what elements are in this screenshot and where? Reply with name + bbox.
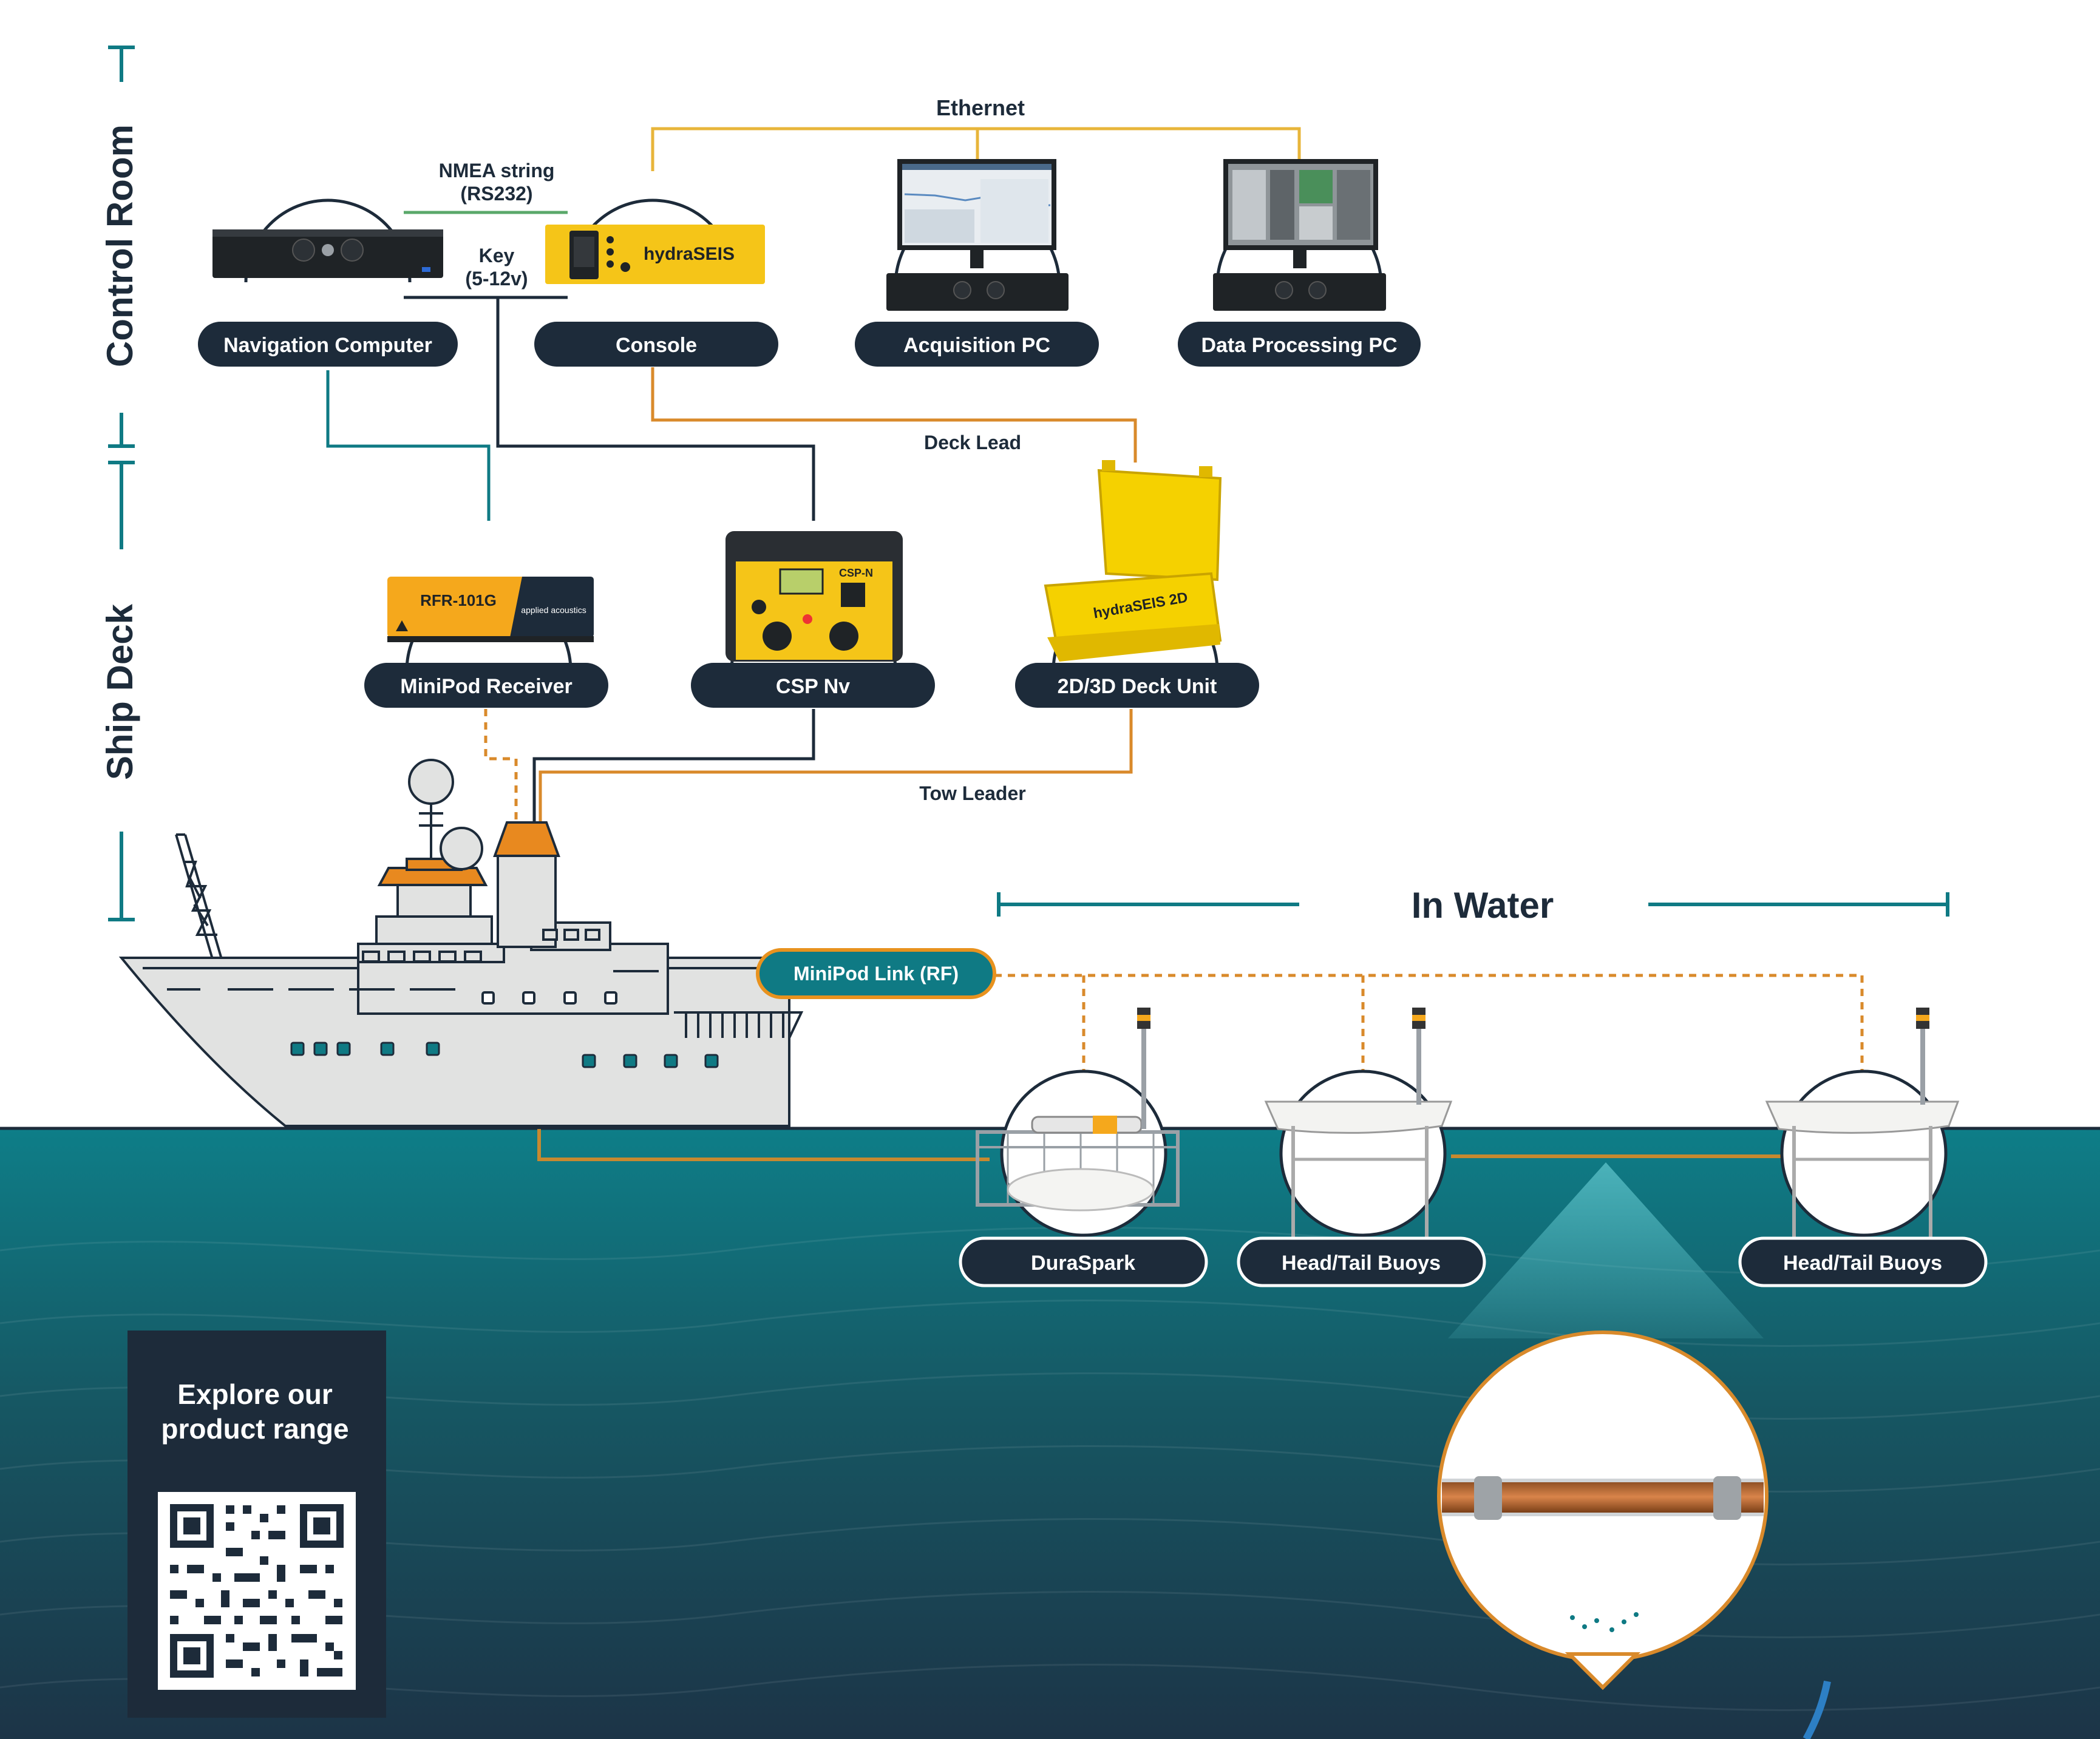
deck-lead-line [651, 367, 1137, 463]
ship-illustration [118, 759, 804, 1127]
duraspark-pill: DuraSpark [959, 1236, 1208, 1287]
section-label-control-room: Control Room [100, 124, 140, 367]
deck-lead-label: Deck Lead [924, 432, 1021, 453]
navigation-computer-label: Navigation Computer [223, 334, 432, 357]
key-label-line1: Key [479, 245, 515, 266]
promo-line1: Explore our [177, 1378, 333, 1410]
minipod-receiver-label: MiniPod Receiver [400, 675, 572, 698]
tow-leader-line [539, 709, 1133, 829]
navigation-computer-pill: Navigation Computer [198, 322, 458, 367]
acquisition-pc-device [886, 159, 1069, 311]
head-tail-buoy-device-2 [1765, 1008, 1960, 1238]
tow-cable [537, 1129, 1785, 1161]
head-tail-buoys-pill-2: Head/Tail Buoys [1738, 1236, 1988, 1287]
fan-icon [292, 239, 315, 262]
ship-mast [175, 833, 223, 960]
nmea-label-line1: NMEA string [439, 160, 555, 181]
deck-unit-label: 2D/3D Deck Unit [1058, 675, 1217, 698]
csp-nv-device: CSP-N [725, 531, 903, 671]
navigation-computer-device [212, 198, 443, 283]
seabed-streak [1803, 1680, 1831, 1739]
key-label-line2: (5-12v) [465, 268, 528, 290]
data-processing-pc-pill: Data Processing PC [1178, 322, 1421, 367]
head-tail-buoys-label-1: Head/Tail Buoys [1282, 1252, 1441, 1275]
data-processing-pc-label: Data Processing PC [1201, 334, 1397, 357]
receiver-model: RFR-101G [420, 591, 497, 609]
csp-nv-label: CSP Nv [776, 675, 850, 698]
section-label-ship-deck: Ship Deck [100, 603, 140, 780]
in-water-bracket [997, 892, 1949, 917]
receiver-brand: applied acoustics [521, 605, 586, 615]
section-ruler [108, 46, 135, 921]
head-tail-buoys-pill-1: Head/Tail Buoys [1237, 1236, 1486, 1287]
csp-to-ship-line [532, 709, 815, 829]
data-processing-pc-device [1213, 159, 1386, 311]
console-device: hydraSEIS [545, 198, 765, 284]
tow-leader-label: Tow Leader [919, 782, 1025, 804]
fan-icon [341, 239, 364, 262]
ethernet-label: Ethernet [936, 95, 1025, 120]
in-water-label: In Water [1412, 885, 1554, 926]
head-tail-buoys-label-2: Head/Tail Buoys [1783, 1252, 1942, 1275]
minipod-link-pill: MiniPod Link (RF) [756, 948, 996, 999]
minipod-receiver-device: RFR-101G applied acoustics [387, 577, 594, 671]
acquisition-pc-pill: Acquisition PC [855, 322, 1099, 367]
hydrophone-zoom [1437, 1331, 1769, 1690]
ethernet-line [651, 127, 1301, 171]
key-line [404, 296, 815, 521]
minipod-link-label: MiniPod Link (RF) [793, 963, 959, 985]
nav-to-receiver-line [326, 370, 491, 521]
csp-nv-pill: CSP Nv [691, 663, 935, 708]
nmea-label-line2: (RS232) [460, 183, 532, 205]
console-brand: hydraSEIS [644, 244, 735, 264]
promo-card[interactable]: Explore our product range [127, 1331, 386, 1718]
console-pill: Console [534, 322, 778, 367]
deck-unit-device: hydraSEIS 2D [1044, 460, 1222, 671]
csp-model: CSP-N [839, 567, 873, 579]
duraspark-label: DuraSpark [1031, 1252, 1135, 1275]
acquisition-pc-label: Acquisition PC [903, 334, 1050, 357]
minipod-receiver-pill: MiniPod Receiver [364, 663, 608, 708]
head-tail-buoy-device-1 [1264, 1008, 1453, 1238]
receiver-to-ship-dashed [484, 709, 518, 829]
magnifier-beam [1448, 1162, 1764, 1338]
qr-code-icon[interactable] [158, 1492, 356, 1690]
promo-line2: product range [161, 1413, 348, 1445]
console-label: Console [616, 334, 697, 357]
duraspark-device [976, 1008, 1180, 1237]
deck-unit-pill: 2D/3D Deck Unit [1015, 663, 1259, 708]
